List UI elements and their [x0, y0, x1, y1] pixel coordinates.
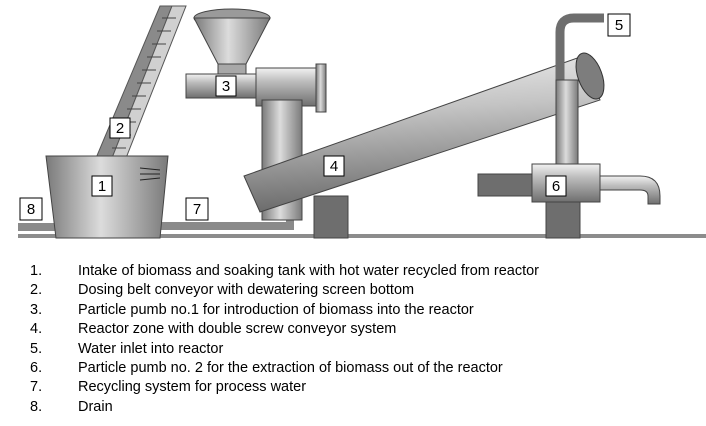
svg-text:2: 2 — [116, 120, 124, 137]
legend-item: 7.Recycling system for process water — [30, 379, 307, 396]
legend-item: 2.Dosing belt conveyor with dewatering s… — [30, 282, 415, 299]
biomass-reactor-diagram: 1 2 3 4 5 6 7 8 — [18, 5, 706, 239]
legend-item: 5.Water inlet into reactor — [30, 340, 224, 357]
legend-item: 3.Particle pumb no.1 for introduction of… — [30, 301, 474, 318]
reactor-support-right — [545, 195, 581, 239]
svg-text:3: 3 — [222, 78, 230, 95]
label-2: 2 — [109, 117, 131, 139]
label-1: 1 — [91, 175, 113, 197]
soaking-tank — [45, 155, 169, 239]
drain-pipe — [18, 223, 78, 231]
legend-list: 1.Intake of biomass and soaking tank wit… — [30, 262, 539, 417]
svg-text:4: 4 — [330, 158, 338, 175]
water-inlet-pipe — [555, 13, 604, 82]
label-6: 6 — [545, 175, 567, 197]
water-inlet-fitting — [555, 79, 579, 173]
svg-text:7: 7 — [193, 201, 201, 218]
svg-text:1: 1 — [98, 178, 106, 195]
label-8: 8 — [19, 197, 43, 221]
reactor-support-left — [313, 195, 349, 239]
legend-item: 6.Particle pumb no. 2 for the extraction… — [30, 359, 503, 376]
label-5: 5 — [607, 13, 631, 37]
label-3: 3 — [215, 75, 237, 97]
hopper — [193, 8, 271, 77]
legend-item: 4.Reactor zone with double screw conveyo… — [30, 321, 397, 338]
svg-text:6: 6 — [552, 178, 560, 195]
ground-line — [18, 234, 706, 238]
svg-text:8: 8 — [27, 201, 35, 218]
svg-text:5: 5 — [615, 17, 623, 34]
label-4: 4 — [323, 155, 345, 177]
label-7: 7 — [185, 197, 209, 221]
legend-item: 8.Drain — [30, 398, 113, 415]
legend-item: 1.Intake of biomass and soaking tank wit… — [30, 263, 539, 279]
particle-pump-2 — [477, 163, 661, 205]
recycling-pipe — [130, 222, 292, 230]
